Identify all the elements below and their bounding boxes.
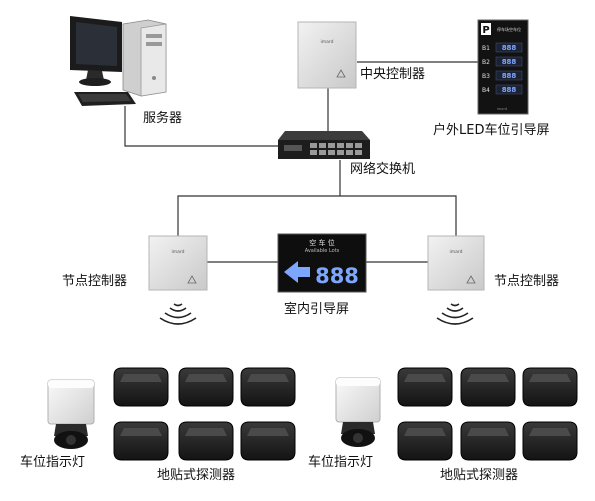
svg-text:imard: imard (497, 107, 507, 111)
outdoor-row-digits: 888 (502, 86, 517, 94)
switch-port (346, 150, 353, 155)
monitor-icon (70, 16, 122, 86)
outdoor-row-digits: 888 (502, 72, 517, 80)
wireless-signal-right-icon (436, 303, 474, 325)
line-server-switch (124, 106, 282, 147)
switch-port (328, 150, 335, 155)
switch-port (355, 150, 362, 155)
indoor-screen-label: 室内引导屏 (284, 302, 350, 317)
switch-port (328, 143, 335, 148)
line-switch-nodes (177, 195, 457, 236)
indoor-digits: 888 (315, 264, 359, 288)
outdoor-row-label: B2 (482, 59, 490, 66)
outdoor-row-display (495, 70, 523, 81)
network-switch (278, 131, 370, 159)
ground-detector (460, 421, 516, 461)
outdoor-row-label: B1 (482, 45, 490, 52)
detector-left-label: 地贴式探测器 (157, 468, 236, 483)
indoor-subtitle: Available Lots (305, 248, 340, 254)
switch-port (355, 143, 362, 148)
switch-port (337, 150, 344, 155)
svg-text:P: P (482, 25, 489, 36)
node-controller-right-box: imard (427, 235, 485, 291)
ground-detector (178, 421, 234, 461)
central-controller-label: 中央控制器 (360, 67, 426, 82)
ground-detector (240, 367, 296, 407)
server-computer (70, 16, 167, 106)
node-controller-left-label: 节点控制器 (62, 274, 128, 289)
ground-detector (397, 421, 453, 461)
parking-indicator-light-left (47, 379, 95, 449)
indicator-left-label: 车位指示灯 (20, 455, 86, 470)
parking-p-icon (481, 23, 491, 35)
ground-detector (113, 421, 169, 461)
ground-detector (522, 421, 578, 461)
switch-port (310, 150, 317, 155)
switch-port (346, 143, 353, 148)
central-controller-box: imard (297, 21, 357, 89)
warning-icon (336, 69, 346, 78)
node-controller-left-box: imard (148, 235, 208, 291)
detector-right-label: 地贴式探测器 (440, 468, 519, 483)
outdoor-row-label: B3 (482, 73, 490, 80)
outdoor-row-display (495, 42, 523, 53)
switch-panel (284, 145, 302, 151)
outdoor-row-display (495, 84, 523, 95)
switch-label: 网络交换机 (350, 162, 416, 177)
outdoor-row-digits: 888 (502, 58, 517, 66)
ground-detector (240, 421, 296, 461)
outdoor-row-display (495, 56, 523, 67)
brand-text: imard (320, 39, 333, 45)
arrow-left-icon (284, 261, 310, 283)
outdoor-row-label: B4 (482, 87, 490, 94)
node-controller-right-label: 节点控制器 (494, 274, 560, 289)
outdoor-row-digits: 888 (502, 44, 517, 52)
indicator-right-label: 车位指示灯 (308, 455, 374, 470)
tower-icon (122, 19, 167, 97)
connection-lines (124, 61, 478, 263)
parking-indicator-light-right (335, 377, 381, 447)
ground-detector (113, 367, 169, 407)
outdoor-title: 停车场空车位 (497, 26, 521, 32)
keyboard-icon (74, 92, 136, 106)
indoor-title: 空 车 位 (309, 238, 334, 247)
ground-detector (178, 367, 234, 407)
server-label: 服务器 (143, 111, 183, 126)
ground-detector (397, 367, 453, 407)
switch-port (319, 143, 326, 148)
ground-detectors (113, 367, 578, 461)
warning-icon (466, 275, 476, 284)
wireless-signal-left-icon (159, 303, 197, 325)
switch-port (310, 143, 317, 148)
switch-port (337, 143, 344, 148)
switch-ports (284, 143, 362, 155)
switch-port (319, 150, 326, 155)
indoor-guide-screen: 空 车 位 Available Lots 888 (277, 233, 367, 293)
outdoor-screen-label: 户外LED车位引导屏 (433, 123, 550, 138)
ground-detector (522, 367, 578, 407)
svg-text:imard: imard (171, 249, 184, 255)
warning-icon (187, 275, 197, 284)
svg-text:imard: imard (449, 249, 462, 255)
ground-detector (460, 367, 516, 407)
